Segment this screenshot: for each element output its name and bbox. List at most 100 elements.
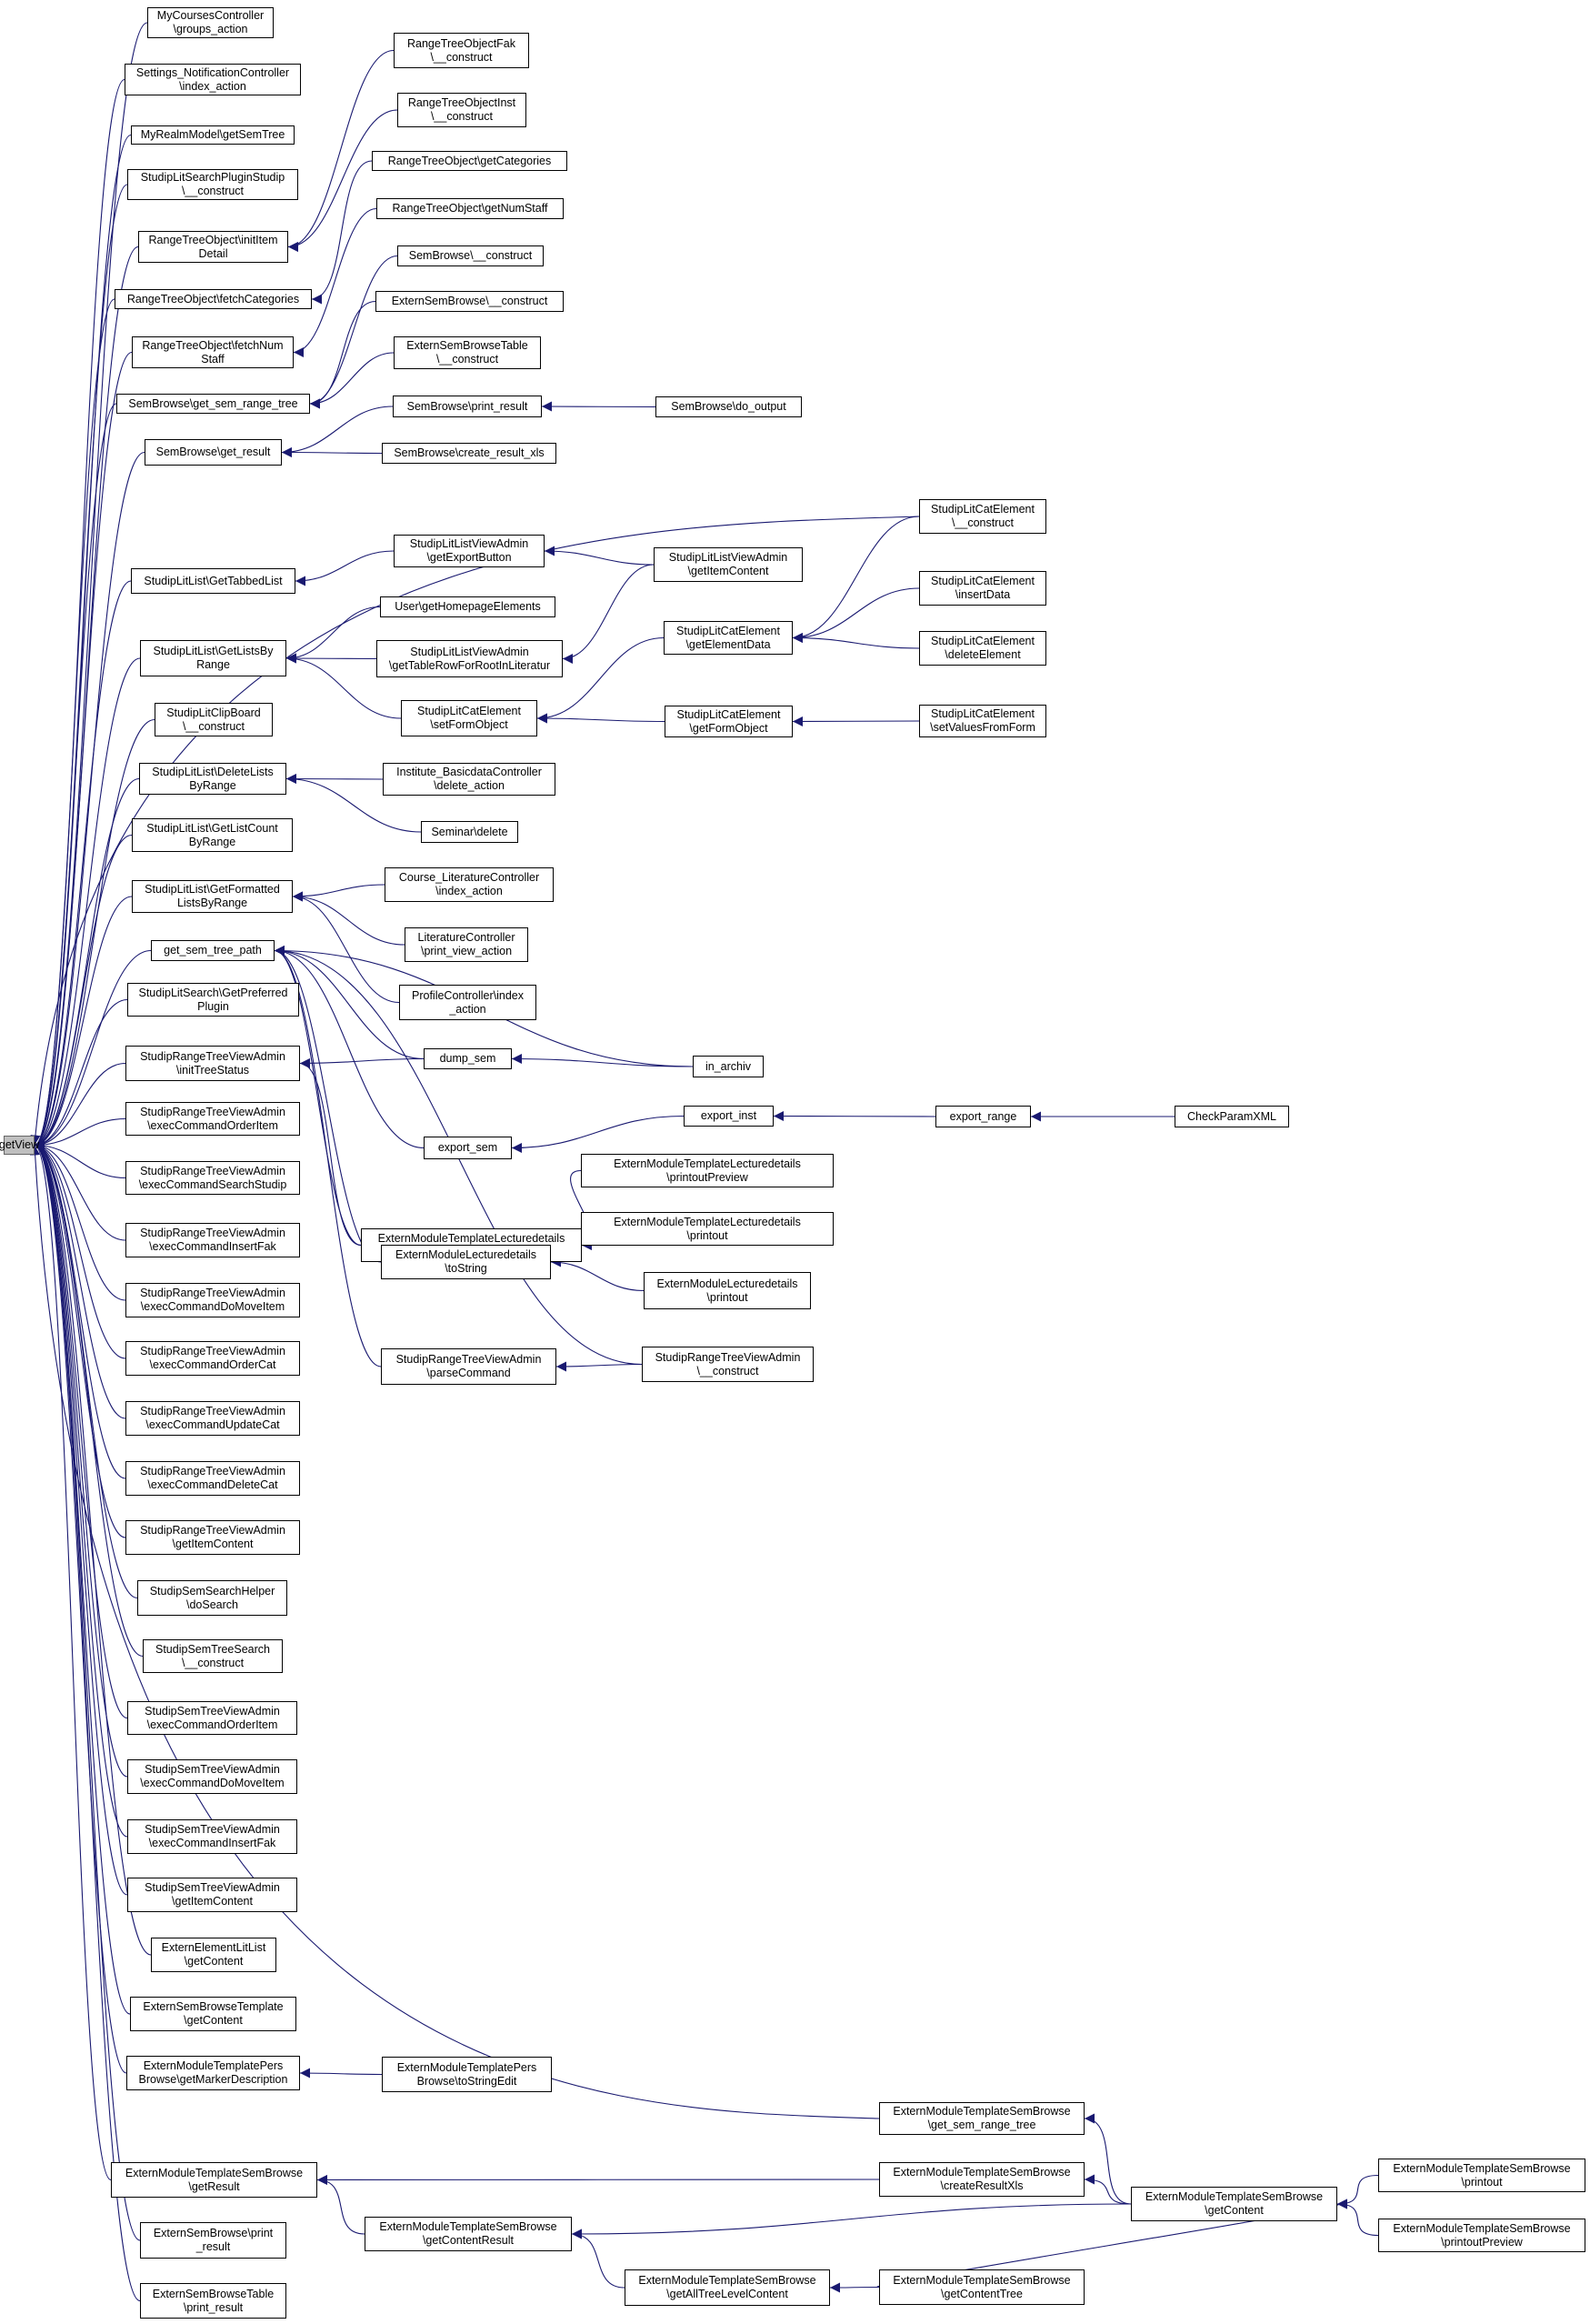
graph-node[interactable]: StudipLitList\GetListsBy Range — [140, 640, 286, 676]
call-edge — [34, 403, 117, 1150]
graph-node[interactable]: ExternSemBrowseTable \print_result — [140, 2283, 286, 2319]
graph-node[interactable]: SemBrowse\__construct — [397, 245, 544, 266]
call-edge — [34, 657, 141, 1150]
graph-node[interactable]: StudipLitListViewAdmin \getItemContent — [654, 547, 803, 582]
graph-node[interactable]: StudipLitCatElement \getElementData — [664, 621, 793, 655]
graph-node[interactable]: StudipLitListViewAdmin \getExportButton — [394, 535, 545, 567]
graph-node[interactable]: StudipRangeTreeViewAdmin \execCommandIns… — [125, 1223, 300, 1257]
graph-node[interactable]: StudipSemTreeSearch \__construct — [143, 1639, 283, 1673]
call-edge — [292, 891, 400, 1004]
graph-node[interactable]: ExternModuleTemplatePers Browse\getMarke… — [126, 2056, 300, 2090]
graph-node[interactable]: ProfileController\index _action — [399, 985, 536, 1020]
graph-node[interactable]: SemBrowse\get_sem_range_tree — [116, 394, 310, 414]
graph-node[interactable]: StudipLitSearchPluginStudip \__construct — [127, 169, 298, 200]
graph-node[interactable]: StudipLitSearch\GetPreferred Plugin — [127, 983, 299, 1017]
graph-node[interactable]: LiteratureController \print_view_action — [405, 927, 528, 962]
graph-node[interactable]: ExternSemBrowseTable \__construct — [394, 336, 541, 369]
graph-node[interactable]: StudipLitList\GetTabbedList — [131, 568, 295, 594]
graph-node[interactable]: ExternModuleTemplatePers Browse\toString… — [382, 2057, 552, 2092]
graph-node[interactable]: RangeTreeObject\initItem Detail — [138, 231, 288, 263]
graph-node[interactable]: ExternModuleLecturedetails \toString — [381, 1245, 551, 1279]
graph-node[interactable]: StudipRangeTreeViewAdmin \execCommandDoM… — [125, 1283, 300, 1317]
graph-node[interactable]: StudipLitClipBoard \__construct — [155, 703, 273, 736]
graph-node[interactable]: StudipRangeTreeViewAdmin \initTreeStatus — [125, 1046, 300, 1081]
graph-node[interactable]: StudipLitCatElement \setFormObject — [401, 700, 537, 736]
root-node[interactable]: getView — [0, 1136, 39, 1155]
graph-node[interactable]: CheckParamXML — [1175, 1106, 1289, 1127]
graph-node[interactable]: ExternModuleTemplateSemBrowse \getConten… — [365, 2217, 572, 2251]
graph-node[interactable]: SemBrowse\create_result_xls — [382, 443, 556, 464]
graph-node[interactable]: StudipLitCatElement \deleteElement — [919, 631, 1046, 666]
graph-node[interactable]: SemBrowse\print_result — [393, 396, 542, 417]
graph-node[interactable]: ExternModuleTemplateSemBrowse \printout — [1378, 2159, 1585, 2192]
call-edge — [34, 1117, 126, 1150]
graph-node[interactable]: SemBrowse\do_output — [655, 396, 802, 417]
graph-node[interactable]: StudipSemTreeViewAdmin \execCommandOrder… — [127, 1701, 297, 1735]
call-edge — [792, 716, 920, 726]
graph-node[interactable]: ExternModuleTemplateSemBrowse \getResult — [111, 2162, 317, 2198]
graph-node[interactable]: StudipRangeTreeViewAdmin \parseCommand — [381, 1348, 556, 1385]
graph-node[interactable]: StudipLitList\GetFormatted ListsByRange — [132, 880, 293, 913]
graph-node[interactable]: MyCoursesController \groups_action — [147, 7, 274, 38]
graph-node[interactable]: StudipSemTreeViewAdmin \getItemContent — [127, 1878, 297, 1912]
graph-node[interactable]: get_sem_tree_path — [151, 940, 275, 961]
graph-node[interactable]: ExternElementLitList \getContent — [151, 1938, 276, 1972]
graph-node[interactable]: Settings_NotificationController \index_a… — [125, 64, 301, 95]
graph-node[interactable]: StudipRangeTreeViewAdmin \execCommandOrd… — [125, 1102, 300, 1136]
graph-node[interactable]: User\getHomepageElements — [380, 596, 555, 617]
graph-node[interactable]: Seminar\delete — [421, 821, 518, 843]
graph-node[interactable]: ExternModuleTemplateLecturedetails \prin… — [581, 1212, 834, 1246]
graph-node[interactable]: ExternSemBrowseTemplate \getContent — [130, 1997, 296, 2031]
graph-node[interactable]: ExternSemBrowse\print _result — [140, 2222, 286, 2259]
graph-node[interactable]: ExternModuleTemplateSemBrowse \getAllTre… — [625, 2269, 830, 2306]
graph-node[interactable]: StudipLitCatElement \__construct — [919, 499, 1046, 534]
call-edge — [34, 1140, 128, 1719]
graph-node[interactable]: StudipRangeTreeViewAdmin \execCommandSea… — [125, 1161, 300, 1195]
graph-node[interactable]: StudipLitCatElement \insertData — [919, 571, 1046, 606]
call-edge — [544, 546, 655, 566]
graph-node[interactable]: StudipLitCatElement \getFormObject — [665, 706, 793, 737]
graph-node[interactable]: StudipRangeTreeViewAdmin \getItemContent — [125, 1520, 300, 1555]
call-edge — [285, 774, 384, 785]
graph-node[interactable]: export_inst — [684, 1106, 774, 1127]
graph-node[interactable]: RangeTreeObjectFak \__construct — [394, 33, 529, 68]
graph-node[interactable]: export_range — [935, 1106, 1031, 1127]
graph-node[interactable]: StudipRangeTreeViewAdmin \execCommandUpd… — [125, 1401, 300, 1436]
graph-node[interactable]: ExternSemBrowse\__construct — [375, 291, 564, 312]
graph-node[interactable]: dump_sem — [424, 1048, 512, 1069]
graph-node[interactable]: StudipLitCatElement \setValuesFromForm — [919, 705, 1046, 737]
call-edge — [281, 447, 383, 458]
graph-node[interactable]: ExternModuleLecturedetails \printout — [644, 1272, 811, 1309]
graph-node[interactable]: ExternModuleTemplateSemBrowse \printoutP… — [1378, 2219, 1585, 2252]
call-edge — [34, 1140, 126, 1241]
graph-node[interactable]: ExternModuleTemplateSemBrowse \get_sem_r… — [879, 2102, 1085, 2135]
graph-node[interactable]: RangeTreeObject\fetchCategories — [115, 289, 312, 309]
graph-node[interactable]: ExternModuleTemplateSemBrowse \createRes… — [879, 2162, 1085, 2197]
graph-node[interactable]: StudipLitList\GetListCount ByRange — [132, 818, 293, 852]
graph-node[interactable]: Course_LiteratureController \index_actio… — [385, 867, 554, 902]
graph-node[interactable]: RangeTreeObject\getNumStaff — [376, 198, 564, 219]
graph-node[interactable]: ExternModuleTemplateLecturedetails \prin… — [581, 1154, 834, 1187]
call-edge — [299, 2068, 383, 2079]
graph-node[interactable]: ExternModuleTemplateSemBrowse \getConten… — [1131, 2187, 1337, 2221]
graph-node[interactable]: Institute_BasicdataController \delete_ac… — [383, 763, 555, 796]
graph-node[interactable]: ExternModuleTemplateSemBrowse \getConten… — [879, 2269, 1085, 2305]
call-edge — [316, 2174, 880, 2185]
graph-node[interactable]: StudipLitListViewAdmin \getTableRowForRo… — [376, 640, 563, 677]
graph-node[interactable]: export_sem — [424, 1137, 512, 1159]
graph-node[interactable]: RangeTreeObject\fetchNum Staff — [132, 336, 294, 368]
graph-node[interactable]: StudipLitList\DeleteLists ByRange — [139, 763, 286, 795]
graph-node[interactable]: RangeTreeObjectInst \__construct — [397, 93, 526, 127]
graph-node[interactable]: SemBrowse\get_result — [145, 439, 282, 466]
graph-node[interactable]: StudipRangeTreeViewAdmin \execCommandDel… — [125, 1461, 300, 1496]
graph-node[interactable]: MyRealmModel\getSemTree — [131, 125, 295, 145]
graph-node[interactable]: StudipRangeTreeViewAdmin \__construct — [642, 1347, 814, 1382]
call-edge — [34, 896, 133, 1150]
graph-node[interactable]: StudipSemTreeViewAdmin \execCommandInser… — [127, 1819, 297, 1854]
call-edge — [550, 1257, 645, 1292]
graph-node[interactable]: in_archiv — [693, 1056, 764, 1077]
graph-node[interactable]: RangeTreeObject\getCategories — [372, 151, 567, 171]
graph-node[interactable]: StudipRangeTreeViewAdmin \execCommandOrd… — [125, 1341, 300, 1376]
graph-node[interactable]: StudipSemTreeViewAdmin \execCommandDoMov… — [127, 1759, 297, 1794]
graph-node[interactable]: StudipSemSearchHelper \doSearch — [137, 1580, 287, 1616]
